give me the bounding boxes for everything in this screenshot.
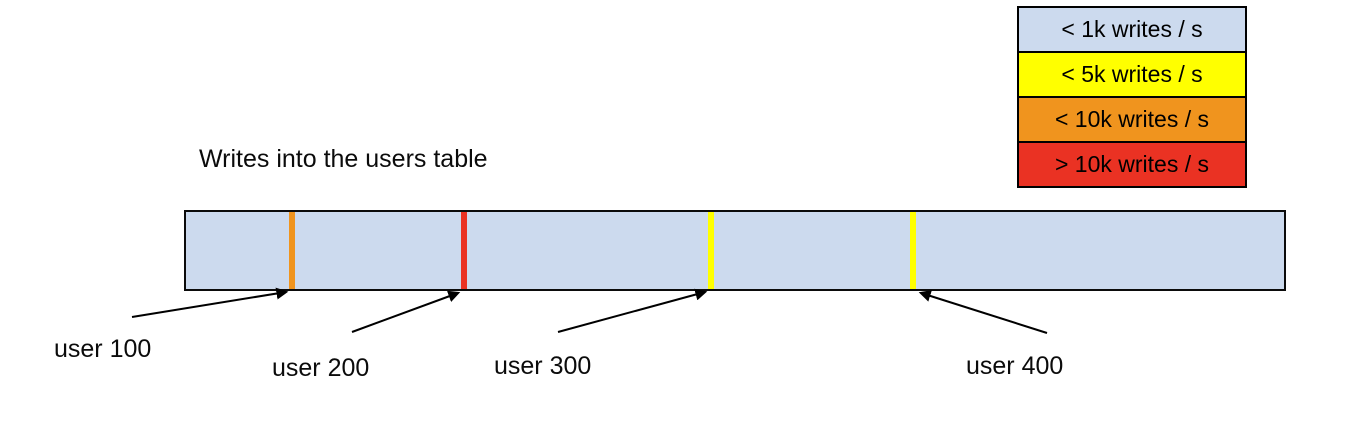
write-rate-legend: < 1k writes / s < 5k writes / s < 10k wr… <box>1017 6 1247 188</box>
arrow-user-100-icon <box>131 287 289 318</box>
legend-row-lt-10k: < 10k writes / s <box>1017 96 1247 143</box>
legend-row-gt-10k: > 10k writes / s <box>1017 141 1247 188</box>
label-user-200: user 200 <box>272 354 370 382</box>
label-user-100: user 100 <box>54 335 152 363</box>
marker-user-300 <box>708 212 714 289</box>
diagram-title: Writes into the users table <box>199 145 488 173</box>
arrow-user-200-icon <box>351 290 461 333</box>
label-user-300: user 300 <box>494 352 592 380</box>
arrow-user-400-icon <box>918 290 1048 334</box>
legend-label-lt-10k: < 10k writes / s <box>1054 106 1210 132</box>
marker-user-400 <box>910 212 916 289</box>
marker-user-200 <box>461 212 467 289</box>
legend-row-lt-1k: < 1k writes / s <box>1017 6 1247 53</box>
legend-label-lt-1k: < 1k writes / s <box>1061 16 1203 42</box>
marker-user-100 <box>289 212 295 289</box>
label-user-400: user 400 <box>966 352 1064 380</box>
legend-label-lt-5k: < 5k writes / s <box>1061 61 1203 87</box>
users-table-bar <box>184 210 1286 291</box>
legend-label-gt-10k: > 10k writes / s <box>1054 151 1210 177</box>
legend-row-lt-5k: < 5k writes / s <box>1017 51 1247 98</box>
arrow-user-300-icon <box>557 288 708 333</box>
